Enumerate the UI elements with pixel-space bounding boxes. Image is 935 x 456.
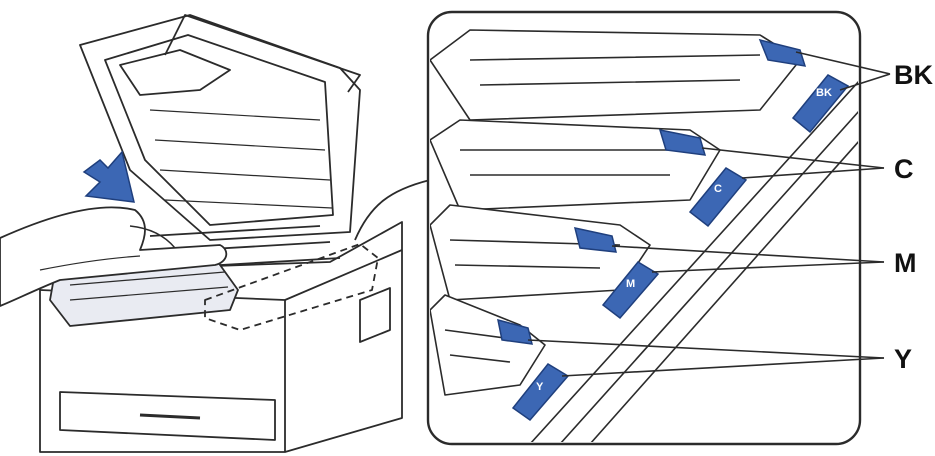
leader-bk-lever <box>795 51 891 75</box>
label-bk: BK <box>894 60 933 90</box>
drum-slot-1 <box>149 225 321 237</box>
lever-y <box>497 318 533 345</box>
label-c: C <box>894 154 914 184</box>
zoom-frame <box>426 10 862 446</box>
printer-illustration <box>0 14 403 453</box>
leader-c-tab <box>741 167 885 179</box>
push-arrow-icon <box>82 150 135 203</box>
cover-rib-3 <box>159 169 331 181</box>
label-y: Y <box>894 344 913 374</box>
hand <box>0 206 228 307</box>
leader-y-tab <box>561 357 885 377</box>
tab-bk-letter: BK <box>816 87 832 99</box>
lever-m <box>573 227 617 253</box>
leader-m-tab <box>651 261 885 273</box>
guide-rail-2 <box>559 109 858 442</box>
drum-levers <box>497 38 807 345</box>
toner-cartridge-ridge-2 <box>69 286 229 301</box>
drum-unit-c-detail <box>460 149 690 176</box>
finger-line-1 <box>129 225 176 249</box>
top-cover-window <box>119 49 231 96</box>
drum-unit-bk <box>430 29 801 121</box>
label-m: M <box>894 248 917 278</box>
highlight-area <box>204 243 379 331</box>
drum-unit-y <box>430 294 546 396</box>
tab-m-letter: M <box>626 278 635 290</box>
guide-rail-1 <box>529 79 858 442</box>
leader-m-lever <box>611 245 885 263</box>
top-cover-inner <box>104 34 334 226</box>
leader-bk-tab <box>839 73 891 91</box>
side-panel <box>359 287 391 343</box>
leader-lines <box>527 51 891 377</box>
lever-c <box>658 129 707 156</box>
tab-c-letter: C <box>714 183 722 195</box>
tray-handle <box>139 413 201 420</box>
tab-m: M <box>601 261 660 320</box>
tab-y-letter: Y <box>536 381 544 393</box>
tab-bk: BK <box>791 74 850 134</box>
finger-line-2 <box>39 255 141 271</box>
top-cover <box>79 14 361 241</box>
leader-y-lever <box>527 339 885 359</box>
drum-unit-bk-detail <box>469 54 761 86</box>
lever-bk <box>758 38 807 67</box>
cover-support-frame <box>164 14 361 93</box>
cover-rib-1 <box>149 109 321 121</box>
tab-c: C <box>688 167 748 228</box>
guide-rail-3 <box>589 139 858 442</box>
zoom-connector <box>354 179 431 241</box>
cover-rib-2 <box>154 139 326 151</box>
printer-side-face <box>284 249 403 301</box>
leader-c-lever <box>701 147 885 169</box>
cover-rib-4 <box>164 199 333 209</box>
toner-cartridge-ridge <box>69 271 226 286</box>
zoom-detail: BK C M Y <box>426 10 862 446</box>
